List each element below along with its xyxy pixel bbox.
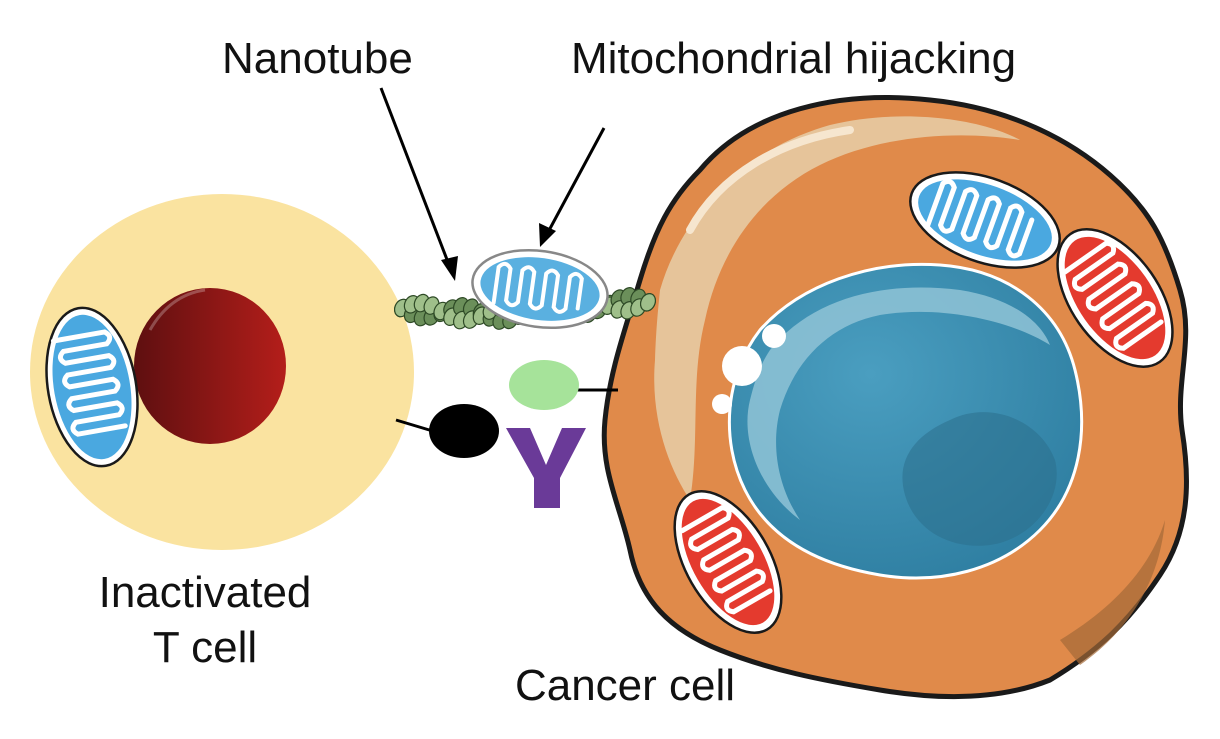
t-cell-label-line1: Inactivated — [99, 568, 312, 617]
hijacked-mitochondrion — [471, 248, 609, 330]
t-cell-mitochondrion — [45, 306, 139, 468]
mitochondrial-hijacking-label: Mitochondrial hijacking — [571, 34, 1016, 83]
cancer-cell-highlight — [654, 116, 1020, 501]
antibody — [506, 428, 586, 508]
nuclear-vesicle — [722, 346, 762, 386]
nuclear-vesicle — [762, 324, 786, 348]
cancer-mitochondrion-blue — [909, 171, 1061, 269]
hijacking-arrow — [539, 127, 606, 247]
cancer-cell — [601, 95, 1189, 700]
cancer-receptor — [509, 360, 579, 410]
t-cell-label-line2: T cell — [153, 623, 257, 672]
t-cell — [30, 194, 414, 550]
nanotube-bead — [640, 293, 656, 312]
t-cell-ligand — [429, 404, 499, 458]
cancer-cell-label: Cancer cell — [515, 661, 735, 710]
nanotube-label: Nanotube — [222, 34, 413, 83]
t-cell-nucleus — [134, 288, 286, 444]
nuclear-vesicle — [712, 394, 732, 414]
cancer-mitochondrion-red-bottom — [673, 490, 783, 634]
nanotube-arrow — [379, 87, 458, 281]
cancer-mitochondrion-red-right — [1056, 228, 1174, 368]
